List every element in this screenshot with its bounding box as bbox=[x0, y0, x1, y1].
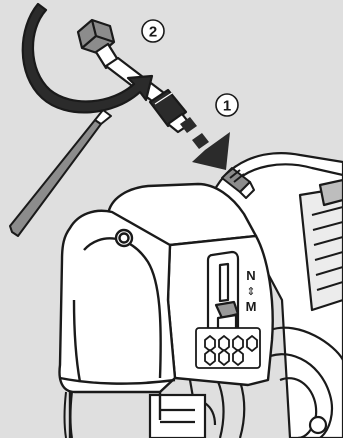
stop-switch bbox=[208, 252, 238, 340]
step-2-callout: 2 bbox=[142, 20, 164, 42]
switch-mark-bottom: M bbox=[246, 299, 257, 314]
switch-mark-top: N bbox=[246, 268, 255, 283]
cover-screw-icon bbox=[116, 230, 132, 246]
step-1-callout: 1 bbox=[216, 94, 238, 116]
switch-arrow: ⇕ bbox=[246, 285, 255, 298]
step-1-number: 1 bbox=[223, 98, 231, 115]
vent-grille bbox=[196, 328, 260, 368]
step-2-number: 2 bbox=[149, 24, 157, 41]
